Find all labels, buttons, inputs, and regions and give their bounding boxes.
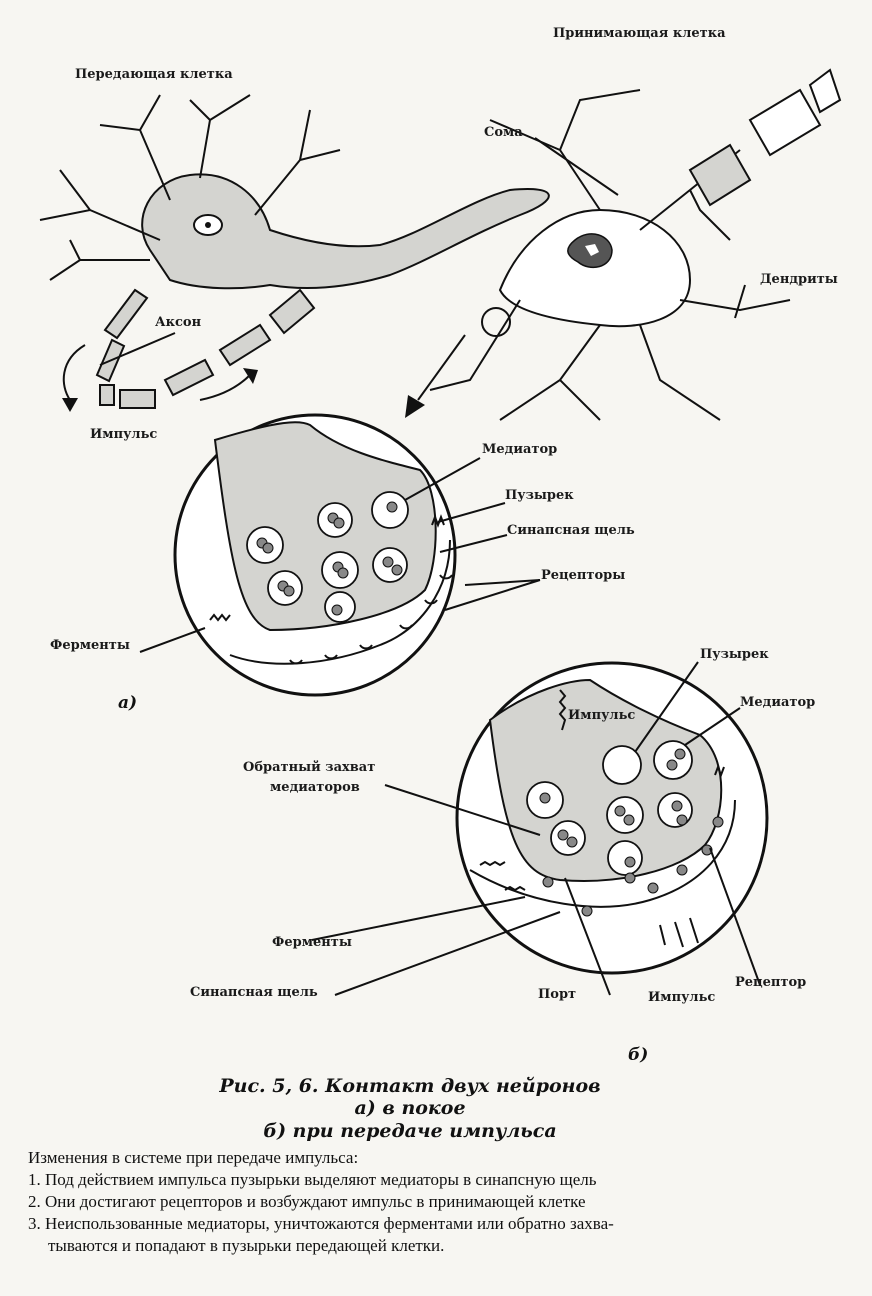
notes-item-continuation: тываются и попадают в пузырьки передающе… [48, 1236, 445, 1255]
caption-title: Рис. 5, 6. Контакт двух нейронов [218, 1075, 600, 1097]
sending-neuron [39, 94, 550, 409]
synapse-rest-detail [139, 413, 541, 697]
arrow-to-detail-icon [405, 395, 425, 418]
notes-text: Изменения в системе при передаче импульс… [28, 1147, 858, 1257]
panel-label-a: а) [118, 693, 137, 713]
label-enzymes-a: Ферменты [50, 638, 130, 653]
label-synaptic-cleft-b: Синапсная щель [190, 985, 318, 1000]
label-reuptake-line1: Обратный захват [243, 760, 375, 775]
label-synaptic-cleft-a: Синапсная щель [507, 523, 635, 538]
caption-line-b: б) при передаче импульса [263, 1120, 556, 1142]
notes-item: 1. Под действием импульса пузырьки выдел… [28, 1170, 597, 1189]
receiving-neuron [429, 68, 842, 421]
label-port-b: Порт [538, 987, 576, 1002]
synapse-transmission-detail [311, 661, 769, 996]
impulse-arrows [62, 334, 466, 418]
label-receptors-a: Рецепторы [541, 568, 625, 583]
arrow-down-icon [62, 398, 78, 412]
label-impulse: Импульс [90, 427, 157, 442]
label-mediator-b: Медиатор [740, 695, 815, 710]
label-dendrites: Дендриты [760, 272, 838, 287]
arrow-up-icon [243, 368, 258, 384]
label-vesicle-a: Пузырек [505, 488, 574, 503]
label-axon: Аксон [155, 315, 202, 330]
label-impulse-inside-b: Импульс [568, 708, 635, 723]
notes-heading: Изменения в системе при передаче импульс… [28, 1148, 359, 1167]
label-impulse-out-b: Импульс [648, 990, 715, 1005]
label-sending-cell: Передающая клетка [75, 67, 233, 82]
caption-line-a: а) в покое [354, 1097, 465, 1119]
notes-item: 2. Они достигают рецепторов и возбуждают… [28, 1192, 586, 1211]
label-mediator-a: Медиатор [482, 442, 557, 457]
panel-label-b: б) [628, 1045, 648, 1065]
label-receptor-b: Рецептор [735, 975, 806, 990]
label-receiving-cell: Принимающая клетка [553, 26, 726, 41]
label-enzymes-b: Ферменты [272, 935, 352, 950]
label-soma: Сома [484, 125, 523, 140]
label-reuptake-line2: медиаторов [270, 780, 360, 795]
label-vesicle-b: Пузырек [700, 647, 769, 662]
notes-item: 3. Неиспользованные медиаторы, уничтожаю… [28, 1214, 614, 1233]
